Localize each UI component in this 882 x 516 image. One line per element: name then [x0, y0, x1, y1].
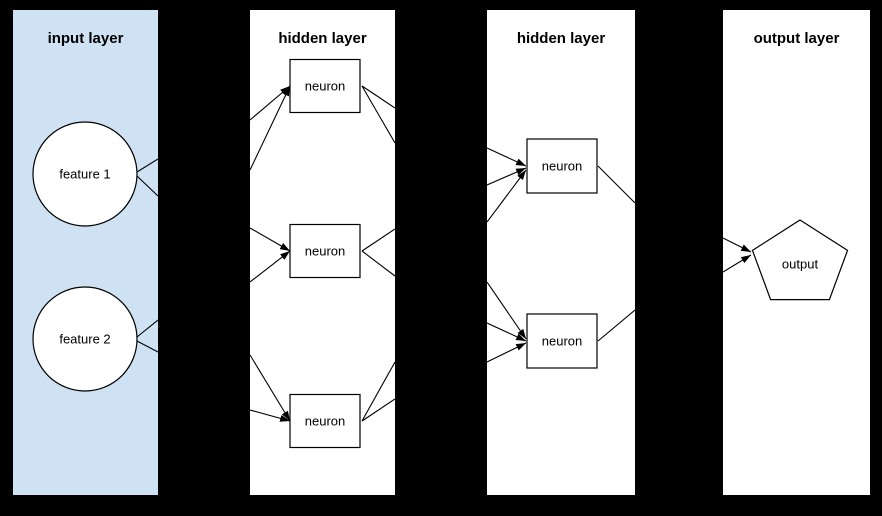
edge-output-incoming-0 [723, 237, 752, 253]
node-h1n1-shape[interactable] [289, 58, 361, 114]
node-h2n1[interactable]: neuron [526, 138, 598, 194]
edge-hidden1-incoming-4 [250, 354, 291, 422]
layer-hidden2-graphics: neuron neuron [487, 138, 635, 369]
edge-hidden2-outgoing-0 [597, 165, 635, 204]
edge-hidden1-outgoing-4 [361, 361, 395, 422]
layer-input-graphics: feature 1 feature 2 [32, 121, 158, 392]
layer-output[interactable]: output output layer [723, 10, 870, 495]
layer-input[interactable]: feature 1 feature 2 input layer [13, 10, 158, 495]
node-h2n2-label: neuron [542, 333, 582, 348]
node-h1n3-shape[interactable] [289, 393, 361, 449]
edge-hidden1-outgoing-3 [361, 250, 395, 277]
edge-group-hidden1-incoming [250, 85, 291, 422]
node-h1n2[interactable]: neuron [289, 223, 361, 279]
node-feature1[interactable]: feature 1 [32, 121, 138, 227]
node-h1n3[interactable]: neuron [289, 393, 361, 449]
node-h2n2-shape[interactable] [526, 313, 598, 369]
node-out1-label: output [782, 256, 819, 271]
edge-input-to-hidden1-stubs-2 [136, 319, 158, 338]
node-feature2-shape[interactable] [32, 286, 138, 392]
edge-hidden1-outgoing-0 [361, 85, 395, 109]
node-h1n1[interactable]: neuron [289, 58, 361, 114]
node-h2n1-shape[interactable] [526, 138, 598, 194]
edge-input-to-hidden1-stubs-3 [136, 340, 158, 353]
edge-hidden1-outgoing-2 [361, 228, 395, 252]
edge-hidden2-incoming-4 [487, 322, 527, 342]
edge-hidden1-incoming-3 [250, 250, 291, 283]
edge-input-to-hidden1-stubs-1 [136, 175, 158, 197]
layer-hidden2[interactable]: neuron neuron hidden layer [487, 10, 635, 495]
edge-group-hidden2-incoming [487, 147, 527, 363]
layer-input-title: input layer [47, 30, 124, 47]
layer-hidden1[interactable]: neuron neuron neuron hidden layer [250, 10, 395, 495]
node-h2n2[interactable]: neuron [526, 313, 598, 369]
node-out1[interactable]: output [751, 219, 849, 301]
layer-hidden2-title: hidden layer [516, 30, 606, 47]
edge-group-hidden1-outgoing [361, 85, 395, 422]
edge-hidden2-incoming-5 [487, 342, 527, 363]
node-h2n1-label: neuron [542, 158, 582, 173]
edge-group-output-incoming [723, 237, 752, 273]
layer-output-title: output layer [753, 30, 840, 47]
edge-output-incoming-1 [723, 254, 752, 273]
node-h1n2-label: neuron [305, 243, 345, 258]
edge-hidden1-incoming-2 [250, 227, 291, 252]
edge-group-hidden2-outgoing [597, 165, 635, 342]
edge-hidden1-outgoing-5 [361, 398, 395, 422]
edge-input-to-hidden1-stubs-0 [136, 158, 158, 173]
layer-hidden1-title: hidden layer [278, 30, 367, 47]
edge-hidden2-incoming-3 [487, 281, 527, 340]
edge-hidden2-incoming-1 [487, 167, 527, 186]
layer-hidden1-graphics: neuron neuron neuron [250, 58, 395, 449]
node-out1-shape[interactable] [751, 219, 849, 301]
edge-hidden2-incoming-2 [487, 169, 527, 223]
node-feature1-label: feature 1 [59, 166, 110, 181]
node-h1n2-shape[interactable] [289, 223, 361, 279]
node-feature1-shape[interactable] [32, 121, 138, 227]
layer-output-graphics: output [723, 219, 849, 301]
edge-hidden1-incoming-0 [250, 85, 291, 121]
edge-hidden1-incoming-5 [250, 409, 291, 422]
edge-group-input-to-hidden1-stubs [136, 158, 158, 353]
node-h1n3-label: neuron [305, 413, 345, 428]
edge-hidden1-incoming-1 [250, 85, 291, 171]
node-h1n1-label: neuron [305, 78, 345, 93]
node-feature2[interactable]: feature 2 [32, 286, 138, 392]
edge-hidden2-outgoing-1 [597, 309, 635, 342]
edge-hidden2-incoming-0 [487, 147, 527, 167]
edge-hidden1-outgoing-1 [361, 85, 395, 144]
node-feature2-label: feature 2 [59, 331, 110, 346]
